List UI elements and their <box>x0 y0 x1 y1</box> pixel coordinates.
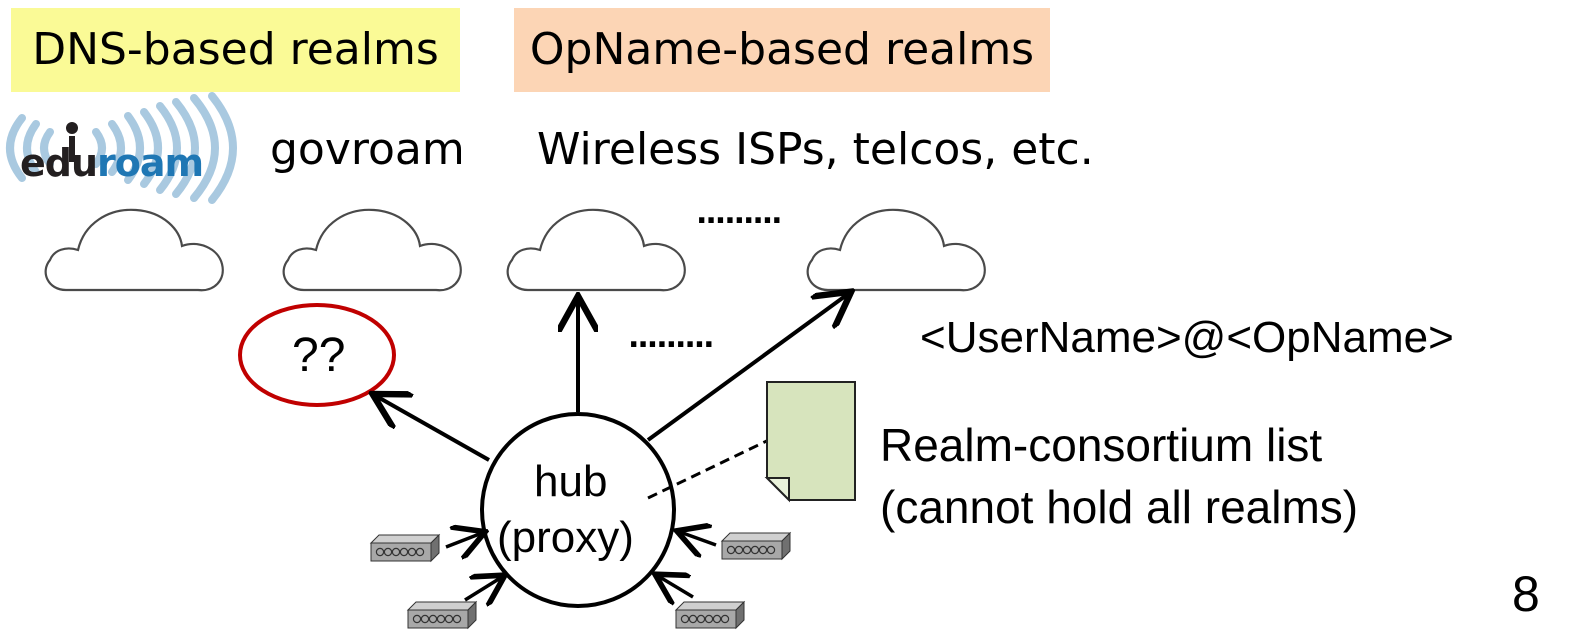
access-point-icon <box>721 532 791 560</box>
username-format: <UserName>@<OpName> <box>920 313 1454 362</box>
opname-based-realms-label: OpName-based realms <box>514 8 1050 92</box>
cloud-icon <box>44 208 224 292</box>
arrow-to-unknown <box>376 396 490 462</box>
hub-label: hub <box>534 457 608 506</box>
eduroam-logo-dot <box>66 122 78 134</box>
access-point-icon <box>407 601 477 629</box>
wireless-isps-label: Wireless ISPs, telcos, etc. <box>537 124 1094 175</box>
realm-list-title: Realm-consortium list <box>880 419 1323 471</box>
realm-list-caption: (cannot hold all realms) <box>880 481 1359 533</box>
document-icon <box>764 381 856 503</box>
unknown-realm-text: ?? <box>292 329 346 382</box>
arrow-to-cloud <box>646 294 848 442</box>
proxy-label: (proxy) <box>497 513 634 562</box>
eduroam-logo-roam: roam <box>97 141 204 185</box>
access-point-icon <box>675 601 745 629</box>
access-point-icon <box>370 534 440 562</box>
cloud-icon <box>282 208 462 292</box>
dns-based-realms-label: DNS-based realms <box>11 8 460 92</box>
unknown-realm-ellipse <box>238 303 396 407</box>
cloud-icon <box>506 208 686 292</box>
govroam-label: govroam <box>270 124 465 175</box>
dashed-connector <box>647 435 776 500</box>
hub-proxy-node <box>480 412 676 608</box>
ellipsis-middle: ......... <box>628 320 715 355</box>
ap-arrows <box>445 532 717 600</box>
ellipsis-top: ......... <box>696 196 783 231</box>
cloud-icon <box>806 208 986 292</box>
page-number: 8 <box>1512 566 1540 622</box>
eduroam-logo-waves <box>6 92 237 204</box>
hub-arrows <box>376 294 848 462</box>
eduroam-logo: eduroam <box>20 141 204 185</box>
eduroam-logo-edu: edu <box>20 141 98 185</box>
